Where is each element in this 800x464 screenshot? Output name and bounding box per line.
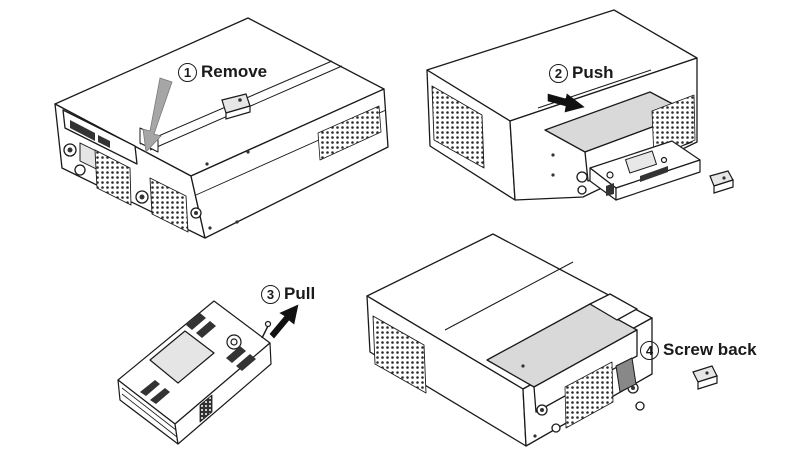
step-4-text: Screw back <box>663 340 757 359</box>
panel-on-tray-step2 <box>589 140 701 201</box>
step-2-text: Push <box>572 63 614 82</box>
step-4-number: 4 <box>640 340 659 360</box>
step-3-label: 3 Pull <box>261 284 315 304</box>
pull-arrow <box>269 304 299 339</box>
inverter-step4 <box>366 233 653 447</box>
bracket-removed <box>221 93 251 120</box>
step-1-number: 1 <box>178 62 197 82</box>
step-3-number: 3 <box>261 284 280 304</box>
bracket-step2 <box>709 170 734 194</box>
step-2-label: 2 Push <box>549 63 614 83</box>
step-3-text: Pull <box>284 284 316 303</box>
step-2-number: 2 <box>549 63 568 83</box>
push-arrow <box>547 93 585 113</box>
bracket-step4 <box>692 365 718 390</box>
remove-arrow <box>142 77 173 153</box>
remote-panel-step3 <box>117 300 272 445</box>
step-1-text: Remove <box>201 62 268 81</box>
step-4-label: 4 Screw back <box>640 340 757 360</box>
inverter-step1 <box>54 17 389 239</box>
step-1-label: 1 Remove <box>178 62 267 82</box>
